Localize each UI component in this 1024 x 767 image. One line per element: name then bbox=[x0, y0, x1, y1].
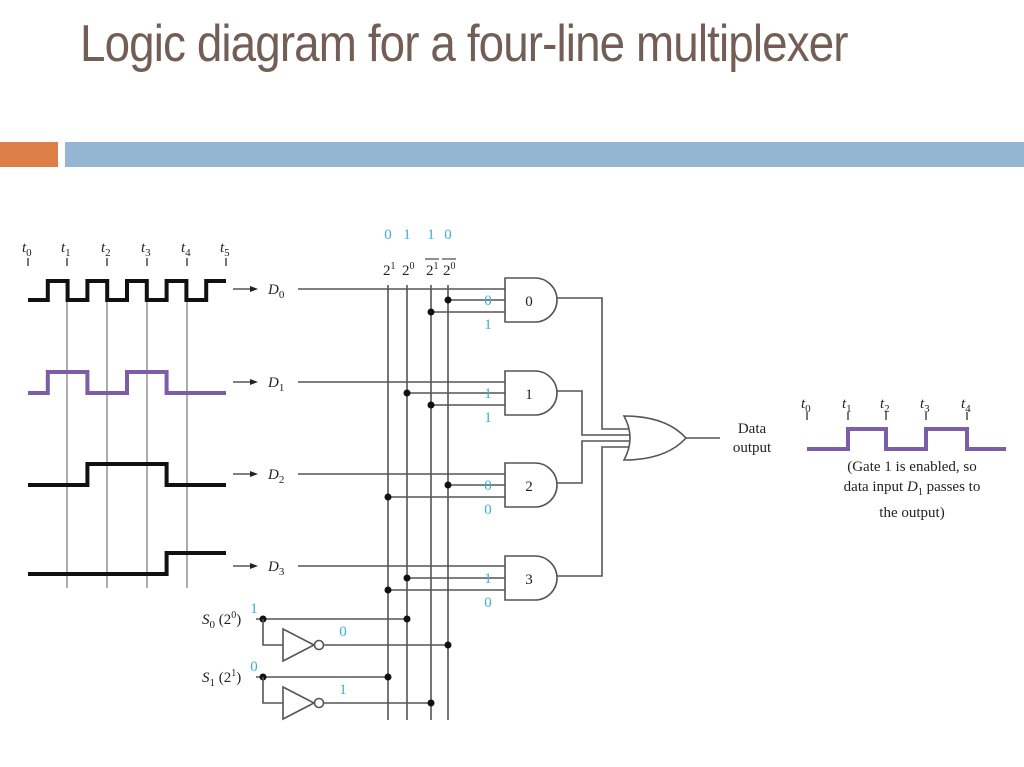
inverter-input-s1 bbox=[262, 677, 283, 704]
junction-dot bbox=[444, 641, 452, 649]
gate-output-wire-3 bbox=[557, 446, 632, 577]
accent-bar-blue bbox=[65, 142, 1024, 167]
time-label-t0: t0 bbox=[22, 240, 32, 259]
input-label-d2: D2 bbox=[267, 467, 284, 486]
select-label-s1: S1 (21) bbox=[202, 668, 241, 689]
bus-label-2: 21 bbox=[426, 261, 439, 279]
gate-input-value-b-3: 0 bbox=[484, 595, 492, 611]
gate-label-2: 2 bbox=[525, 479, 533, 495]
caption-var: D bbox=[906, 479, 918, 495]
arrowhead-d1 bbox=[250, 379, 258, 385]
junction-dot bbox=[427, 308, 435, 316]
and-gate-1 bbox=[504, 370, 558, 416]
junction-dot bbox=[384, 673, 392, 681]
arrowhead-d2 bbox=[250, 471, 258, 477]
caption-line-2: data input D1 passes to bbox=[812, 477, 1012, 503]
bus-value-1: 1 bbox=[403, 227, 411, 243]
select-label-s0: S0 (20) bbox=[202, 610, 241, 631]
junction-dot bbox=[403, 615, 411, 623]
inverter-bubble-s0 bbox=[313, 639, 325, 651]
slide-title: Logic diagram for a four-line multiplexe… bbox=[80, 15, 849, 73]
bus-value-2: 1 bbox=[427, 227, 435, 243]
inverter-s1 bbox=[282, 685, 316, 721]
bus-label-3: 20 bbox=[443, 261, 456, 279]
bus-value-3: 0 bbox=[444, 227, 452, 243]
time-label-t5: t5 bbox=[220, 240, 230, 259]
output-time-label-t2: t2 bbox=[880, 396, 890, 415]
accent-bar-orange bbox=[0, 142, 58, 167]
waveform-d2 bbox=[28, 462, 226, 487]
time-label-t2: t2 bbox=[101, 240, 111, 259]
caption-line-3: the output) bbox=[879, 505, 945, 521]
gate-output-wire-1 bbox=[557, 390, 632, 436]
junction-dot bbox=[427, 401, 435, 409]
gate-input-value-a-1: 1 bbox=[484, 386, 492, 402]
junction-dot bbox=[384, 493, 392, 501]
gate-output-wire-2 bbox=[557, 440, 632, 484]
gate-input-value-a-3: 1 bbox=[484, 571, 492, 587]
time-label-t3: t3 bbox=[141, 240, 151, 259]
inverter-s0 bbox=[282, 627, 316, 663]
caption-var-sub: 1 bbox=[917, 487, 923, 498]
data-output-line2: output bbox=[732, 440, 772, 456]
input-label-d1: D1 bbox=[267, 375, 284, 394]
junction-dot bbox=[403, 574, 411, 582]
waveform-d0 bbox=[28, 279, 226, 302]
caption-line-1: (Gate 1 is enabled, so bbox=[847, 459, 977, 475]
inverted-value-s1: 1 bbox=[339, 682, 347, 698]
waveform-d3 bbox=[28, 551, 226, 576]
caption-line-2-post: passes to bbox=[922, 479, 981, 495]
time-label-t1: t1 bbox=[61, 240, 71, 259]
gate-output-wire-0 bbox=[557, 297, 632, 430]
and-gate-2 bbox=[504, 462, 558, 508]
output-time-label-t0: t0 bbox=[801, 396, 811, 415]
arrowhead-d0 bbox=[250, 286, 258, 292]
data-output-line1: Data bbox=[737, 421, 767, 437]
gate-label-1: 1 bbox=[525, 387, 533, 403]
input-label-d3: D3 bbox=[267, 559, 285, 578]
junction-dot bbox=[427, 699, 435, 707]
output-waveform bbox=[807, 427, 1006, 451]
time-label-t4: t4 bbox=[181, 240, 191, 259]
caption-line-2-pre: data input bbox=[843, 479, 907, 495]
and-gate-0 bbox=[504, 277, 558, 323]
inverted-value-s0: 0 bbox=[339, 624, 347, 640]
junction-dot bbox=[444, 296, 452, 304]
bus-label-1: 20 bbox=[402, 261, 415, 279]
or-gate bbox=[622, 415, 688, 461]
output-time-label-t4: t4 bbox=[961, 396, 971, 415]
gate-input-value-b-0: 1 bbox=[484, 317, 492, 333]
junction-dot bbox=[403, 389, 411, 397]
output-time-label-t1: t1 bbox=[842, 396, 852, 415]
gate-label-3: 3 bbox=[525, 572, 533, 588]
bus-label-0: 21 bbox=[383, 261, 396, 279]
gate-label-0: 0 bbox=[525, 294, 533, 310]
arrowhead-d3 bbox=[250, 563, 258, 569]
input-label-d0: D0 bbox=[267, 282, 285, 301]
inverter-input-s0 bbox=[262, 619, 283, 646]
gate-input-value-b-2: 0 bbox=[484, 502, 492, 518]
select-value-s0: 1 bbox=[250, 601, 258, 617]
waveform-d1 bbox=[28, 370, 226, 395]
select-value-s1: 0 bbox=[250, 659, 258, 675]
junction-dot bbox=[444, 481, 452, 489]
bus-value-0: 0 bbox=[384, 227, 392, 243]
inverter-bubble-s1 bbox=[313, 697, 325, 709]
gate-input-value-b-1: 1 bbox=[484, 410, 492, 426]
gate-input-value-a-0: 0 bbox=[484, 293, 492, 309]
data-output-label: Data output bbox=[724, 420, 780, 458]
junction-dot bbox=[384, 586, 392, 594]
gate-input-value-a-2: 0 bbox=[484, 478, 492, 494]
and-gate-3 bbox=[504, 555, 558, 601]
output-caption: (Gate 1 is enabled, so data input D1 pas… bbox=[812, 457, 1012, 523]
output-time-label-t3: t3 bbox=[920, 396, 930, 415]
